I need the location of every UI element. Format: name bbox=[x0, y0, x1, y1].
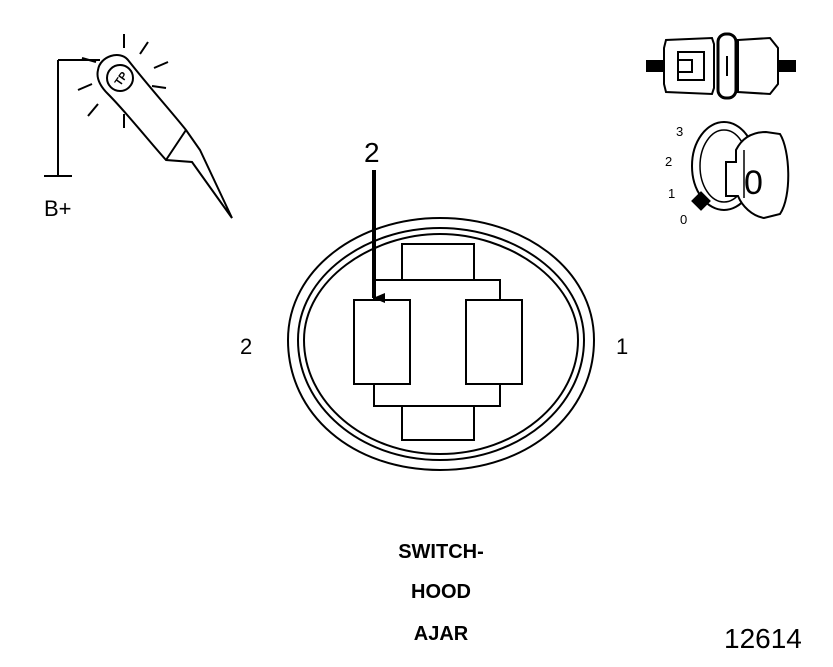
test-light-probe-icon: TP bbox=[44, 34, 233, 219]
connector-face bbox=[286, 170, 596, 472]
caption-line-2: HOOD bbox=[411, 581, 471, 603]
arrow-terminal-label: 2 bbox=[364, 137, 380, 168]
supply-label: B+ bbox=[44, 196, 72, 221]
ignition-position-2: 2 bbox=[665, 154, 672, 169]
ignition-key-label: 0 bbox=[744, 164, 763, 202]
right-pin-label: 1 bbox=[616, 334, 628, 359]
terminal-cavity-2 bbox=[353, 299, 411, 385]
left-pin-label: 2 bbox=[240, 334, 252, 359]
figure-number: 12614 bbox=[724, 623, 802, 654]
ignition-position-1: 1 bbox=[668, 186, 675, 201]
connector-disconnected-icon bbox=[646, 32, 796, 100]
ignition-position-0: 0 bbox=[680, 212, 687, 227]
caption-line-1: SWITCH- bbox=[398, 541, 484, 563]
caption-line-3: AJAR bbox=[414, 623, 469, 645]
terminal-cavity-1 bbox=[465, 299, 523, 385]
ignition-key-icon bbox=[691, 121, 790, 220]
ignition-position-3: 3 bbox=[676, 124, 683, 139]
